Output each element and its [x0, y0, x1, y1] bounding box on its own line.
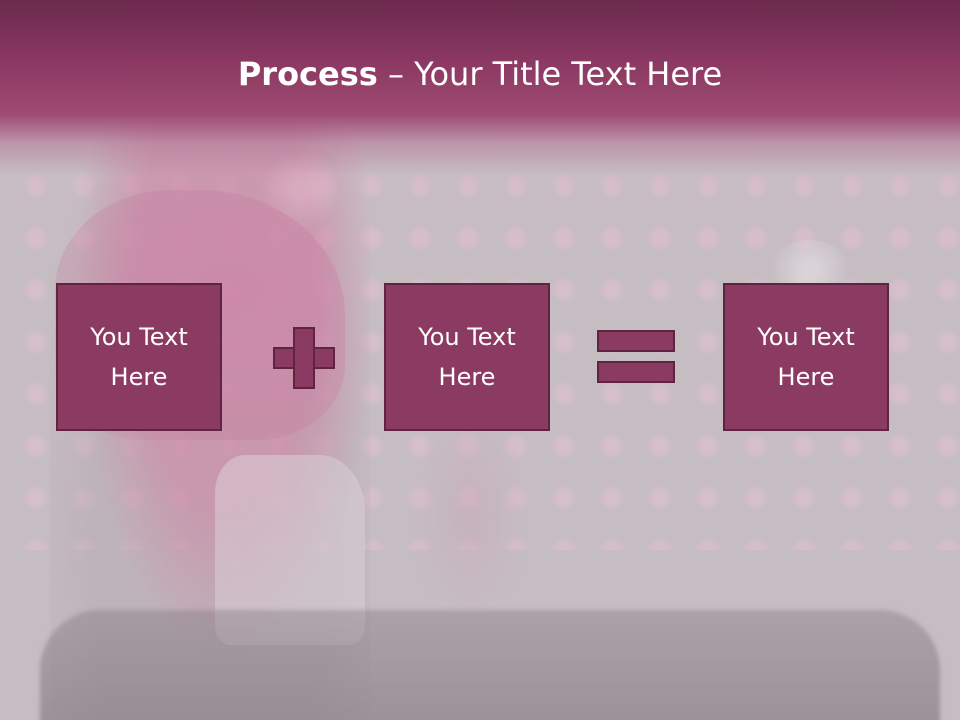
process-box-3[interactable]: You Text Here — [723, 283, 889, 431]
equals-icon — [597, 330, 675, 384]
process-box-2[interactable]: You Text Here — [384, 283, 550, 431]
dj-arm — [410, 400, 530, 630]
process-box-1[interactable]: You Text Here — [56, 283, 222, 431]
title-rest-part: – Your Title Text Here — [377, 55, 723, 93]
slide-title[interactable]: Process – Your Title Text Here — [0, 50, 960, 98]
plus-icon — [273, 327, 335, 389]
title-bold-part: Process — [237, 55, 378, 93]
header-band — [0, 0, 960, 175]
dj-deck — [40, 610, 940, 720]
